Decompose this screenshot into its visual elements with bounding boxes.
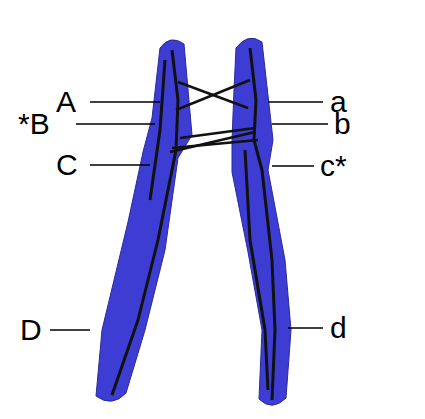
gene-label: c* [320, 151, 347, 181]
crossover-lines [170, 80, 258, 152]
gene-label: C [56, 150, 78, 180]
gene-label: A [56, 87, 76, 117]
chromatid-lines [112, 48, 275, 400]
chromosome [232, 38, 291, 405]
gene-label: D [20, 315, 42, 345]
chromosome [96, 40, 192, 402]
gene-label: d [330, 313, 347, 343]
gene-label: b [334, 109, 351, 139]
leader-lines [50, 102, 328, 330]
gene-label: *B [18, 109, 50, 139]
